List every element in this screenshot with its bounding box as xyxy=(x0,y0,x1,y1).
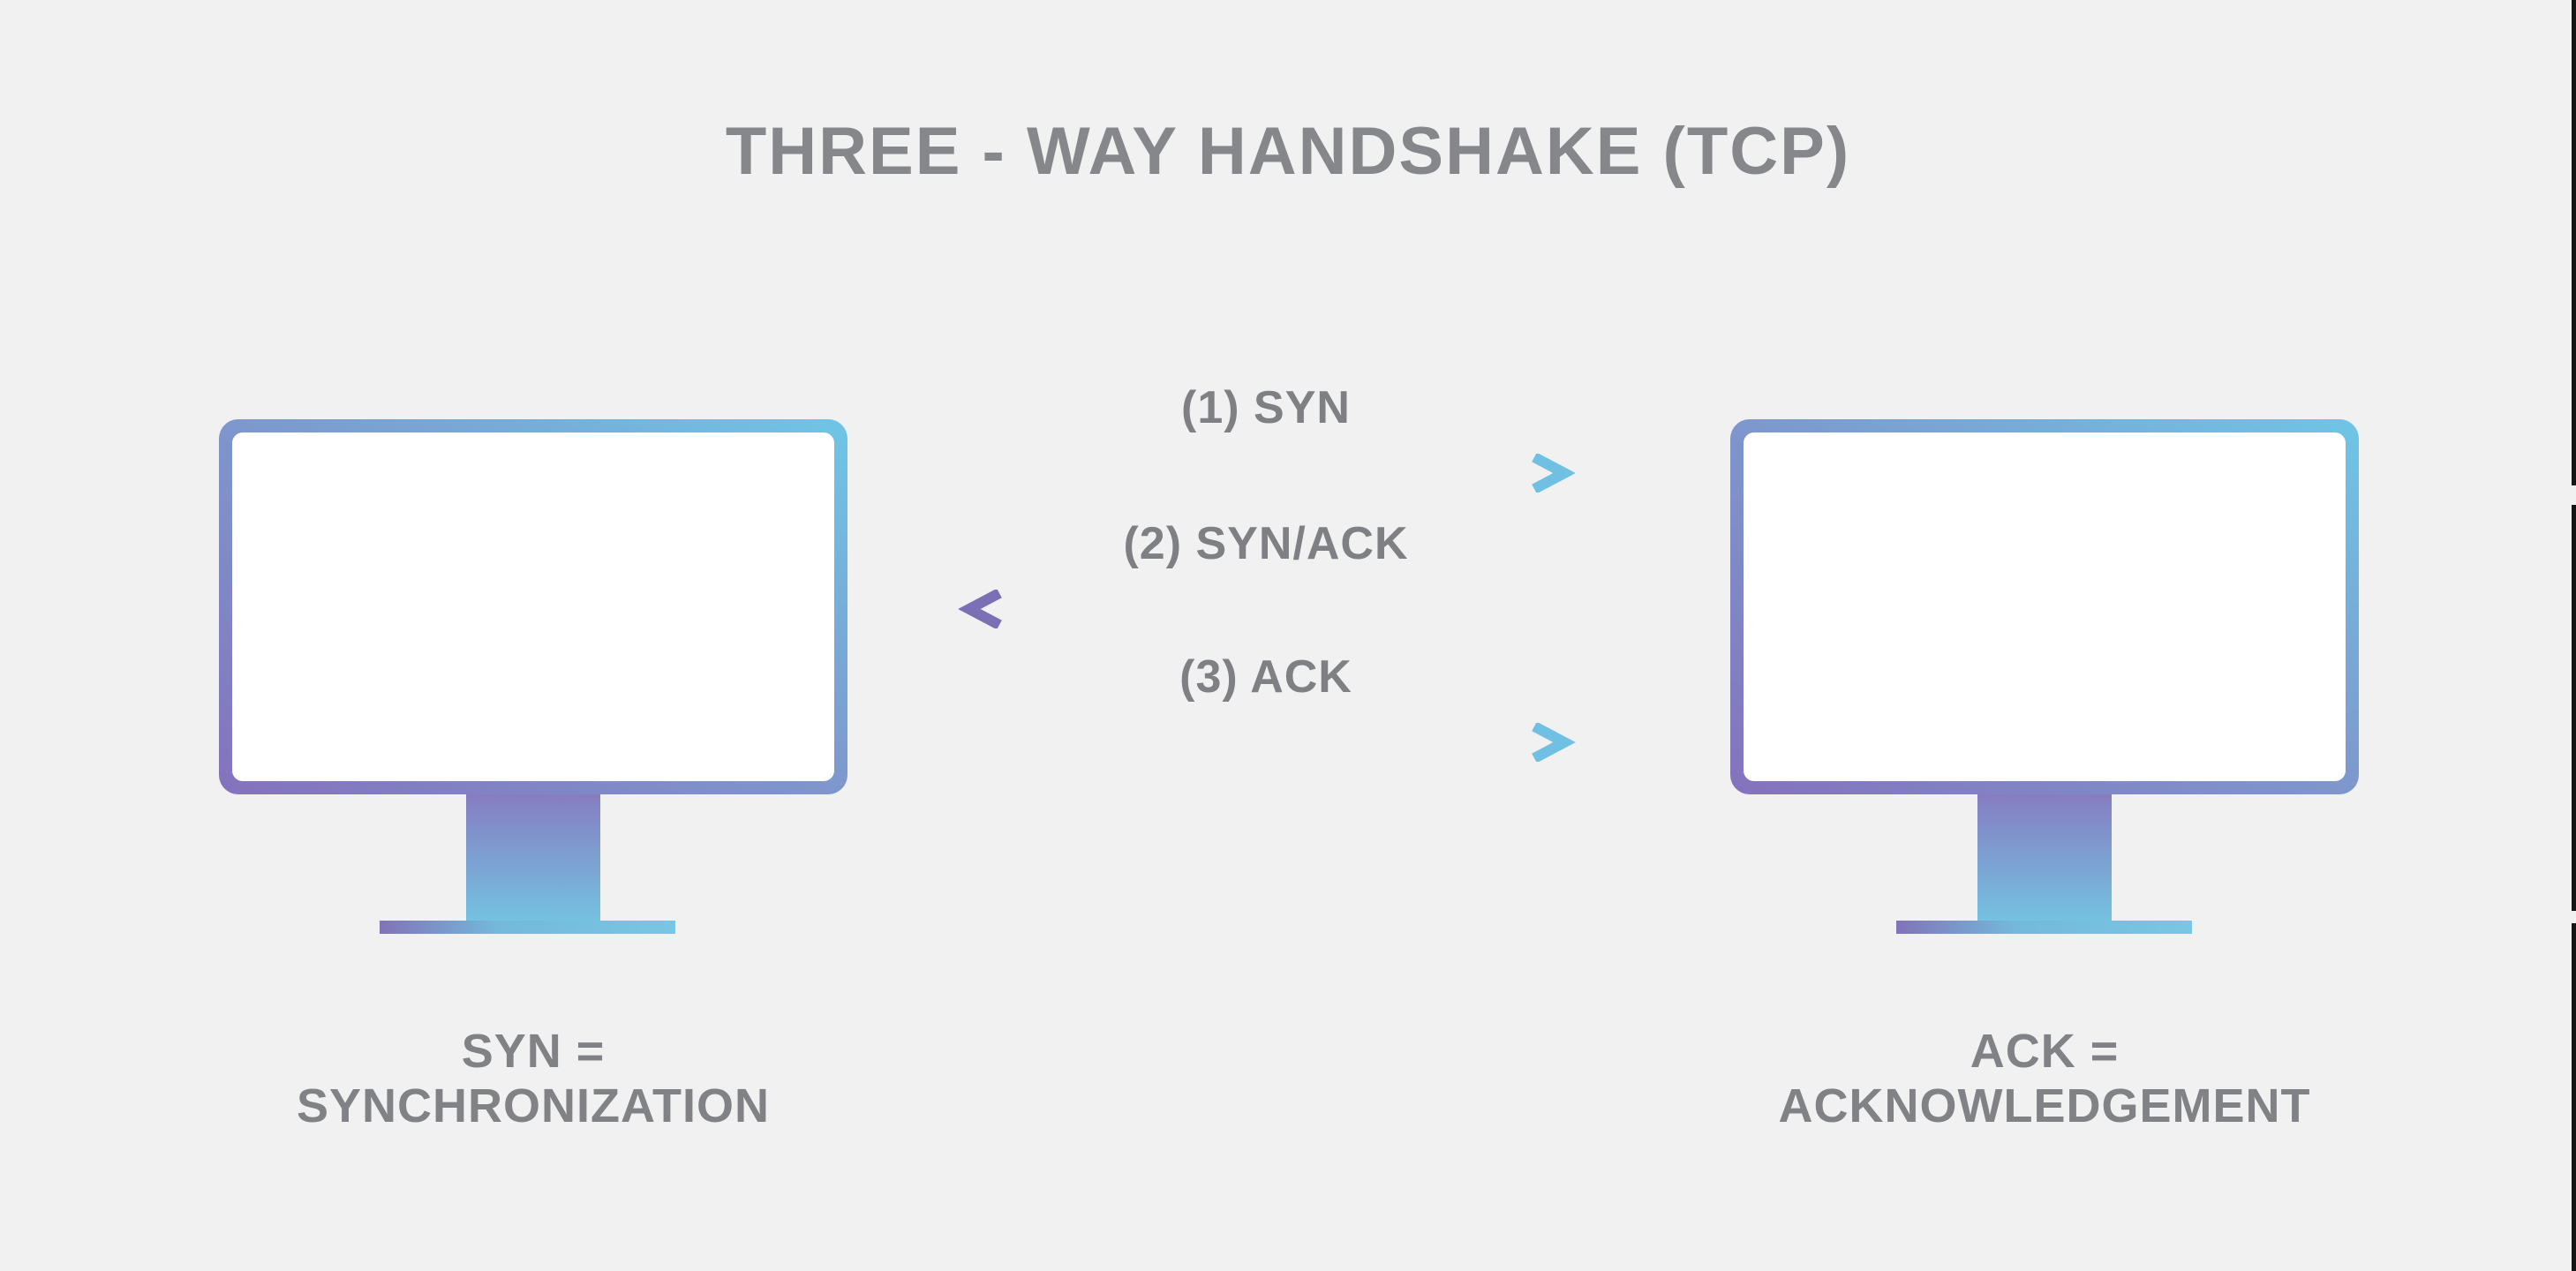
server-monitor-stand xyxy=(1977,793,2112,921)
step1-syn-label: (1) SYN xyxy=(1181,382,1351,433)
client-monitor-stand xyxy=(466,793,600,921)
server-monitor-base xyxy=(1896,921,2192,934)
server-monitor-screen xyxy=(1744,432,2346,781)
right-edge-bar xyxy=(2572,0,2576,1271)
page-title: THREE - WAY HANDSHAKE (TCP) xyxy=(725,114,1851,189)
step3-ack-label: (3) ACK xyxy=(1179,651,1352,703)
step1-right-arrow-icon xyxy=(958,454,1576,493)
syn-legend: SYN = SYNCHRONIZATION xyxy=(297,1025,770,1132)
right-edge-bar-gap xyxy=(2572,911,2576,923)
ack-legend: ACK = ACKNOWLEDGEMENT xyxy=(1778,1025,2311,1132)
client-monitor-base xyxy=(380,921,675,934)
step3-right-arrow-icon xyxy=(958,723,1576,762)
client-monitor-screen xyxy=(232,432,834,781)
client-monitor-icon xyxy=(219,419,847,794)
step2-left-arrow-icon xyxy=(958,590,1576,628)
right-edge-bar-gap xyxy=(2572,485,2576,505)
step2-synack-label: (2) SYN/ACK xyxy=(1123,518,1409,569)
server-monitor-icon xyxy=(1730,419,2359,794)
